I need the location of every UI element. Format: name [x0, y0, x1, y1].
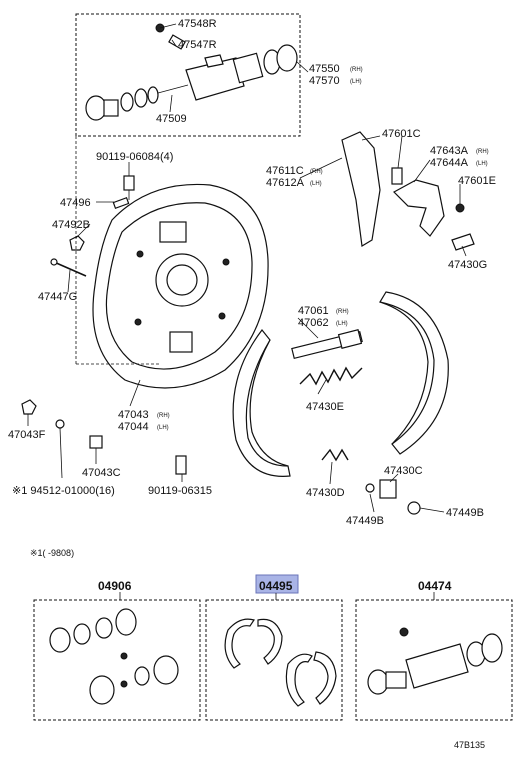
label-47570: 47570 — [309, 75, 340, 87]
plug-47496[interactable] — [112, 197, 130, 209]
label-47601C: 47601C — [382, 128, 421, 140]
label-47601E: 47601E — [458, 175, 496, 187]
label-47043F: 47043F — [8, 429, 46, 441]
label-47612A: 47612A — [266, 177, 305, 189]
label-47449B-a: 47449B — [346, 515, 384, 527]
label-47643A-sub: (RH) — [476, 149, 489, 155]
brake-shoe-right[interactable] — [379, 291, 449, 455]
label-47043-sub: (RH) — [157, 413, 170, 419]
bolt-90119-06084[interactable] — [123, 175, 135, 200]
label-47643A: 47643A — [430, 145, 469, 157]
label-47044-sub: (LH) — [157, 425, 169, 431]
label-47644A-sub: (LH) — [476, 161, 488, 167]
pin-47447G[interactable] — [50, 258, 87, 277]
pin-47043F[interactable] — [21, 399, 37, 415]
nut-47492B[interactable] — [69, 235, 85, 251]
label-47043C: 47043C — [82, 467, 121, 479]
label-47611C-sub: (RH) — [310, 169, 323, 175]
label-47449B-b: 47449B — [446, 507, 484, 519]
label-47061: 47061 — [298, 305, 329, 317]
diagram-code: 47B135 — [454, 740, 485, 750]
wheel-cylinder-assembly[interactable] — [85, 23, 298, 121]
label-47612A-sub: (LH) — [310, 181, 322, 187]
label-47044: 47044 — [118, 421, 149, 433]
kit-04474-label: 04474 — [418, 579, 452, 593]
cup-47449B[interactable] — [365, 479, 421, 515]
wheel-cylinder-group-box — [75, 13, 301, 137]
label-47496: 47496 — [60, 197, 91, 209]
kit-04474[interactable]: 04474 — [355, 579, 513, 721]
label-47547R: 47547R — [178, 39, 217, 51]
label-47430G: 47430G — [448, 259, 487, 271]
kit-04495-label: 04495 — [259, 579, 293, 593]
kit-04495-highlight — [255, 574, 299, 594]
label-47430C: 47430C — [384, 465, 423, 477]
bolt-90119-06315[interactable] — [175, 455, 187, 475]
label-47430E: 47430E — [306, 401, 344, 413]
label-47043: 47043 — [118, 409, 149, 421]
washer-47043C[interactable] — [55, 419, 103, 449]
label-90119-06315: 90119-06315 — [148, 485, 212, 497]
label-47550-sub: (RH) — [350, 67, 363, 73]
label-47509: 47509 — [156, 113, 187, 125]
label-47062: 47062 — [298, 317, 329, 329]
label-47611C: 47611C — [266, 165, 304, 177]
part-labels: 47548R 47547R 47550 (RH) 47570 (LH) 4750… — [8, 18, 496, 558]
label-47061-sub: (RH) — [336, 309, 349, 315]
kit-04906[interactable]: 04906 — [33, 579, 201, 721]
model-note: ※1( -9808) — [30, 548, 74, 558]
label-47447G: 47447G — [38, 291, 77, 303]
parking-brake-lever[interactable] — [341, 131, 475, 251]
label-90119-06084: 90119-06084(4) — [96, 151, 173, 163]
label-47550: 47550 — [309, 63, 340, 75]
label-47062-sub: (LH) — [336, 321, 348, 327]
kit-04495[interactable]: 04495 — [205, 574, 343, 721]
kit-04906-label: 04906 — [98, 579, 132, 593]
label-47548R: 47548R — [178, 18, 217, 30]
return-spring-47430E[interactable] — [299, 366, 363, 386]
label-47570-sub: (LH) — [350, 79, 362, 85]
spring-47430D[interactable] — [321, 448, 349, 462]
adjuster-strut[interactable] — [291, 329, 363, 360]
leader-lines — [27, 23, 467, 513]
label-94512-01000: ※1 94512-01000(16) — [12, 485, 115, 497]
label-47644A: 47644A — [430, 157, 469, 169]
backing-plate[interactable] — [92, 183, 269, 389]
label-47492B: 47492B — [52, 219, 90, 231]
brake-shoe-left[interactable] — [232, 329, 291, 477]
label-47430D: 47430D — [306, 487, 345, 499]
